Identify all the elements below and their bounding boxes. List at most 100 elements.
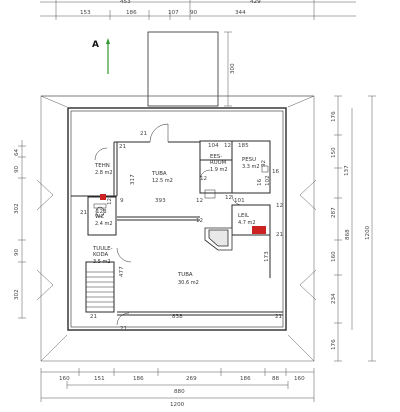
dim-bottom-151: 151	[94, 376, 105, 382]
room-tuulekoda-name2: KODA	[93, 252, 109, 258]
dim-top-453: 453	[120, 0, 131, 5]
dim-101: 101	[234, 198, 245, 204]
dim-185: 185	[238, 143, 249, 149]
dim-317: 317	[130, 174, 136, 185]
doors	[94, 123, 243, 326]
room-tuba1-area: 12.5 m2	[152, 178, 173, 184]
room-labels: TEHN 2.8 m2 TUBA 12.5 m2 EES- RUUM 1.9 m…	[92, 154, 260, 286]
bottom-dimension-labels: 160 151 186 269 186 88 160 880 1200	[59, 376, 305, 408]
dim-bottom-880: 880	[174, 389, 185, 395]
heater-icon	[252, 226, 266, 234]
bottom-dimension-lines	[40, 368, 315, 402]
north-marker: A	[92, 38, 110, 74]
dim-top-344: 344	[235, 10, 246, 16]
dim-12f: 12	[225, 195, 232, 201]
dim-bottom-269: 269	[186, 376, 197, 382]
dim-21f: 21	[120, 326, 128, 332]
top-dimension-labels: 453 429 153 186 107 90 344	[80, 0, 261, 16]
dim-veranda: 300	[230, 63, 236, 74]
dim-right-137: 137	[344, 165, 350, 176]
dim-right-287: 287	[331, 207, 337, 218]
right-dimension-labels: 176 150 137 287 160 234 176 868 1200	[331, 111, 371, 350]
sink-icon	[100, 194, 106, 200]
veranda	[147, 31, 232, 107]
dim-right-868: 868	[345, 229, 351, 240]
dim-left-90a: 90	[14, 165, 20, 173]
dim-top-90: 90	[190, 10, 198, 16]
dim-12e: 12	[196, 218, 203, 224]
dim-bottom-160b: 160	[294, 376, 305, 382]
room-pesu-area: 3.3 m2	[242, 164, 260, 170]
room-tuulekoda-area: 3.5 m2	[93, 259, 111, 265]
roof-outline	[36, 95, 317, 362]
dim-left-90b: 90	[14, 248, 20, 256]
dim-102: 102	[265, 175, 271, 186]
toilet-icon	[95, 206, 105, 218]
interior-dimensions: 104 12 185 21 21 317 393 12 92 12 101 16…	[80, 131, 284, 332]
room-eesruum-name: EES-	[210, 154, 222, 160]
room-tuba1-name: TUBA	[151, 171, 167, 177]
left-dimension-labels: 64 90 302 90 302	[14, 148, 20, 300]
dim-21d: 21	[90, 314, 98, 320]
room-leil-area: 4.7 m2	[238, 220, 256, 226]
stairs	[86, 271, 114, 308]
dim-838: 838	[172, 314, 183, 320]
dim-left-302b: 302	[14, 289, 20, 300]
dim-12d: 12	[107, 198, 113, 205]
dim-9: 9	[120, 198, 124, 204]
stove	[204, 227, 233, 251]
dim-top-186: 186	[126, 10, 137, 16]
room-eesruum-name2: RUUM	[210, 160, 227, 166]
room-tuulekoda-name: TUULE-	[92, 246, 113, 252]
dim-bottom-186a: 186	[133, 376, 144, 382]
dim-bottom-160a: 160	[59, 376, 70, 382]
dim-393: 393	[155, 198, 166, 204]
dim-21e: 21	[275, 314, 283, 320]
dim-12c: 12	[200, 176, 207, 182]
room-tehn-name: TEHN	[94, 163, 110, 169]
dim-left-64: 64	[14, 148, 20, 156]
dim-right-176a: 176	[331, 111, 337, 122]
dim-bottom-1200: 1200	[170, 402, 185, 408]
room-tuba2-name: TUBA	[177, 272, 193, 278]
dim-12b: 12	[196, 198, 203, 204]
room-pesu-name: PESU	[242, 157, 256, 163]
dim-right-160: 160	[331, 251, 337, 262]
room-wc-area: 2.4 m2	[95, 221, 113, 227]
dim-16: 16	[257, 178, 263, 186]
dim-12g: 12	[276, 203, 283, 209]
dim-21c: 21	[80, 210, 88, 216]
fixtures	[93, 165, 269, 234]
north-arrowhead-icon	[106, 38, 110, 44]
dim-left-302a: 302	[14, 203, 20, 214]
left-dimension-lines	[18, 140, 26, 319]
room-tuba2-area: 30.6 m2	[178, 280, 199, 286]
room-wc-name: WC	[95, 214, 104, 220]
room-eesruum-area: 1.9 m2	[210, 167, 228, 173]
dim-21g: 21	[276, 232, 284, 238]
north-label: A	[92, 40, 99, 50]
dim-123: 123	[96, 209, 107, 215]
dim-right-234: 234	[331, 293, 337, 304]
dim-21b: 21	[119, 144, 127, 150]
dim-104: 104	[208, 143, 219, 149]
dim-right-150: 150	[331, 147, 337, 158]
dim-bottom-88: 88	[272, 376, 280, 382]
exterior-walls	[67, 107, 287, 331]
dim-top-107: 107	[168, 10, 179, 16]
dim-16b: 16	[272, 169, 280, 175]
dim-92: 92	[261, 160, 267, 167]
dim-top-153: 153	[80, 10, 91, 16]
dim-right-176b: 176	[331, 339, 337, 350]
dim-21a: 21	[140, 131, 148, 137]
dim-bottom-186b: 186	[240, 376, 251, 382]
room-tehn-area: 2.8 m2	[95, 170, 113, 176]
dim-173: 173	[264, 251, 270, 262]
right-dimension-lines	[334, 95, 376, 362]
dim-right-1200: 1200	[365, 225, 371, 240]
dim-477: 477	[119, 266, 125, 277]
top-dimension-lines	[40, 0, 356, 20]
dim-top-429: 429	[250, 0, 261, 5]
dim-12a: 12	[224, 143, 231, 149]
